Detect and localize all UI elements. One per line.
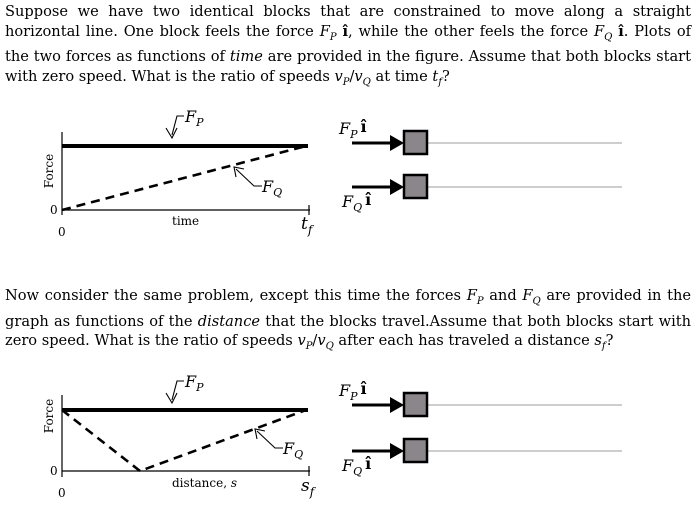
block-q-arrow-head-2 xyxy=(390,443,404,459)
text-segment: s xyxy=(594,332,602,350)
text-segment: F xyxy=(466,287,477,304)
text-segment: v xyxy=(297,332,306,350)
x-end-label-2: sf xyxy=(301,476,317,499)
fq-pointer-2 xyxy=(256,430,283,449)
fp-pointer-head xyxy=(165,127,178,140)
text-segment: ı̂ xyxy=(342,22,348,40)
fq-curve-2 xyxy=(61,408,307,473)
text-segment: f xyxy=(601,341,606,352)
text-segment: distance xyxy=(197,312,261,330)
block-q-arrow-head xyxy=(390,179,404,195)
text-segment: t xyxy=(432,67,439,85)
text-segment: f xyxy=(438,76,442,88)
x-zero-label-2: 0 xyxy=(58,486,66,500)
text-segment: P xyxy=(342,76,350,88)
text-segment: / xyxy=(349,67,355,85)
fp-pointer xyxy=(171,115,184,136)
fq-pointer-head xyxy=(233,166,245,178)
text-segment: ? xyxy=(441,67,450,85)
fq-curve xyxy=(61,144,307,212)
problem-1-text: Suppose we have two identical blocks tha… xyxy=(5,2,691,92)
text-segment: after each has traveled a distance xyxy=(333,332,595,350)
block-q-2 xyxy=(402,437,429,464)
y-axis-label: Force xyxy=(42,154,56,188)
fq-pointer xyxy=(235,168,262,187)
text-segment: Q xyxy=(532,295,541,307)
text-segment: F xyxy=(594,22,605,40)
text-segment: and xyxy=(483,287,523,304)
fp-label-2: FP xyxy=(184,372,204,394)
fq-label-2: FQ xyxy=(282,439,303,461)
fp-pointer-2 xyxy=(171,380,184,401)
y-zero-label-2: 0 xyxy=(50,464,58,478)
text-segment: time xyxy=(229,48,263,66)
text-segment: / xyxy=(312,332,318,350)
text-segment: are provided in the graph as functions o… xyxy=(5,287,691,330)
text-segment: F xyxy=(319,22,330,40)
block-p xyxy=(402,129,429,156)
text-segment: are provided in the figure. Assume that … xyxy=(5,48,692,85)
problem-2-text: Now consider the same problem, except th… xyxy=(5,286,691,357)
block-p-arrow-head xyxy=(390,135,404,151)
text-segment: ı̂ xyxy=(618,22,624,40)
block-p-arrow-head-2 xyxy=(390,397,404,413)
fp-label: FP xyxy=(184,107,204,129)
text-segment: P xyxy=(305,341,313,352)
text-segment: Now consider the same problem, except th… xyxy=(5,287,467,304)
text-segment: Q xyxy=(362,76,371,88)
x-zero-label: 0 xyxy=(58,225,66,239)
x-axis-label: time xyxy=(172,214,199,228)
text-segment: Q xyxy=(325,341,334,352)
text-segment: v xyxy=(334,67,343,85)
text-segment: v xyxy=(317,332,326,350)
text-segment: . Plots of the two forces as functions o… xyxy=(5,22,692,66)
block-p-2 xyxy=(402,391,429,418)
fq-pointer-head-2 xyxy=(254,428,266,440)
x-axis-label-2: distance, s xyxy=(172,476,237,490)
y-axis-label-2: Force xyxy=(42,399,56,433)
text-segment: F xyxy=(522,287,533,304)
text-segment: P xyxy=(476,295,484,307)
text-segment: Q xyxy=(604,31,613,43)
text-segment: Suppose we have two identical blocks tha… xyxy=(5,3,691,40)
text-segment: that the blocks travel.Assume that both … xyxy=(5,312,692,350)
block-q xyxy=(402,173,429,200)
text-segment: at time xyxy=(370,67,433,85)
fp-pointer-head-2 xyxy=(165,392,178,405)
text-segment: P xyxy=(329,31,337,43)
y-zero-label: 0 xyxy=(50,203,58,217)
x-end-label: tf xyxy=(301,214,315,237)
text-segment: ? xyxy=(605,332,614,350)
text-segment: , while the other feels the force xyxy=(348,22,594,40)
text-segment: v xyxy=(354,67,363,85)
fq-label: FQ xyxy=(261,177,282,199)
